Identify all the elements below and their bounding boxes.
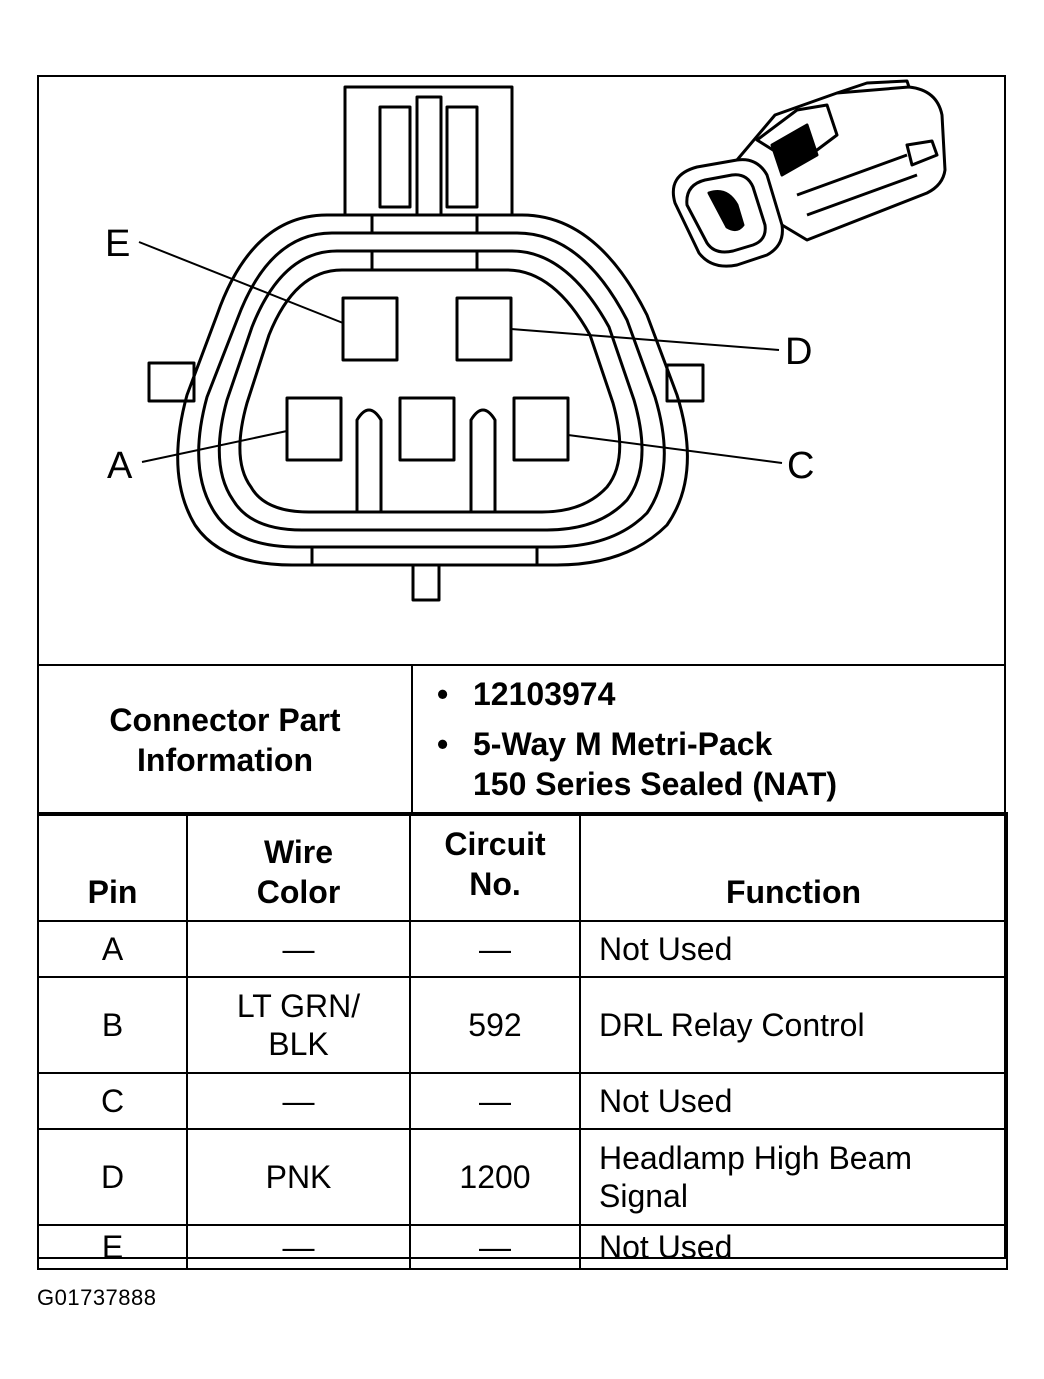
connector-part-info-table: Connector Part Information •12103974 •5-… [37,664,1006,816]
key-rib-left [355,408,383,512]
table-row: E — — Not Used [37,1224,1008,1270]
leader-d [510,328,780,351]
table-row: A — — Not Used [37,920,1008,978]
pin-label-a: A [107,445,133,487]
terminal-e [341,296,399,362]
figure-id: G01737888 [37,1285,157,1310]
pin-label-e: E [105,223,131,265]
connector-part-info-label: Connector Part Information [37,664,413,816]
leader-a [141,430,288,463]
latch-slot-right [445,105,479,209]
pin-label-d: D [785,331,813,373]
terminal-c [512,396,570,462]
header-pin: Pin [37,812,188,922]
leader-c [567,434,783,464]
leader-e [138,241,344,324]
shell-ring-2 [197,231,666,549]
connector-top-latch [343,85,514,215]
right-ear [665,363,705,403]
latch-slot-left [378,105,412,209]
table-row: C — — Not Used [37,1072,1008,1130]
connector-figure: E D A C [37,75,1006,665]
bottom-key [411,563,441,602]
table-row: B LT GRN/BLK 592 DRL Relay Control [37,976,1008,1074]
pin-label-c: C [787,445,815,487]
terminal-a [285,396,343,462]
connector-face-drawing [138,79,947,602]
key-rib-right [469,408,497,512]
header-function: Function [579,812,1008,922]
connector-3d-view [671,79,947,268]
latch-center-tab [415,95,443,217]
inner-cavity [238,268,622,514]
outer-shell [176,213,689,567]
shell-ring-3 [217,249,644,532]
left-ear [147,361,196,403]
terminal-b [398,396,456,462]
part-number-item: •12103974 [437,676,616,712]
terminal-d [455,296,513,362]
